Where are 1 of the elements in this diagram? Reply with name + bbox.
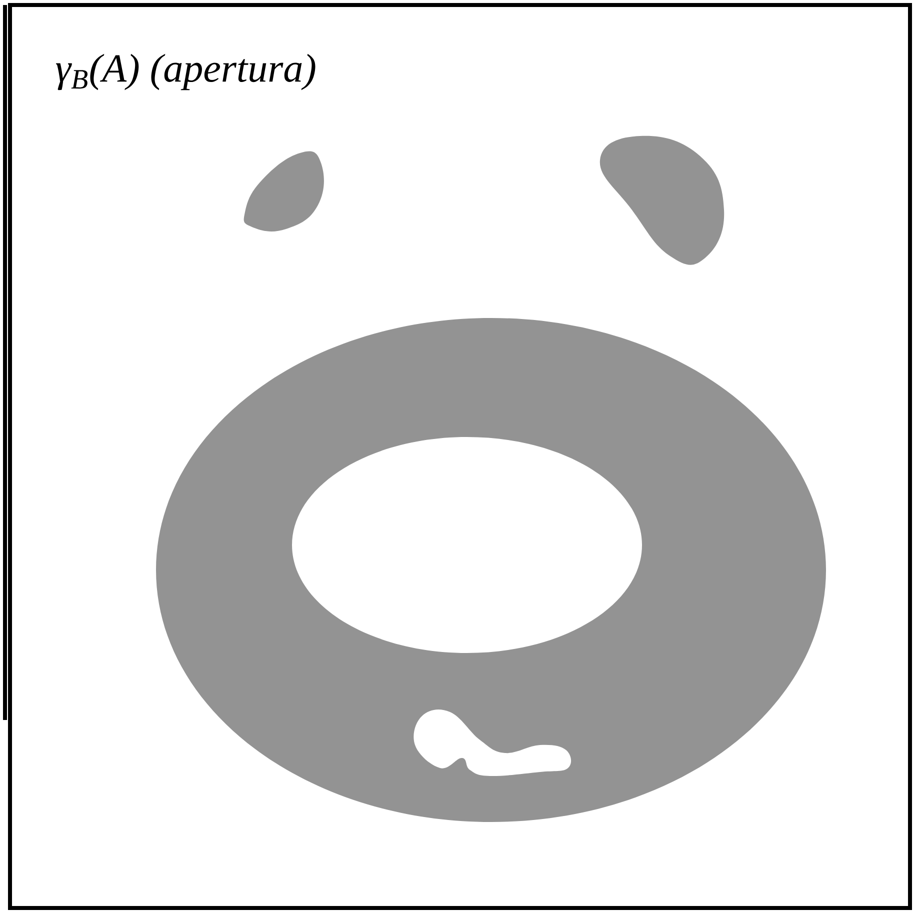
- title: γ$_{B}$(A) (apertura): [56, 54, 316, 90]
